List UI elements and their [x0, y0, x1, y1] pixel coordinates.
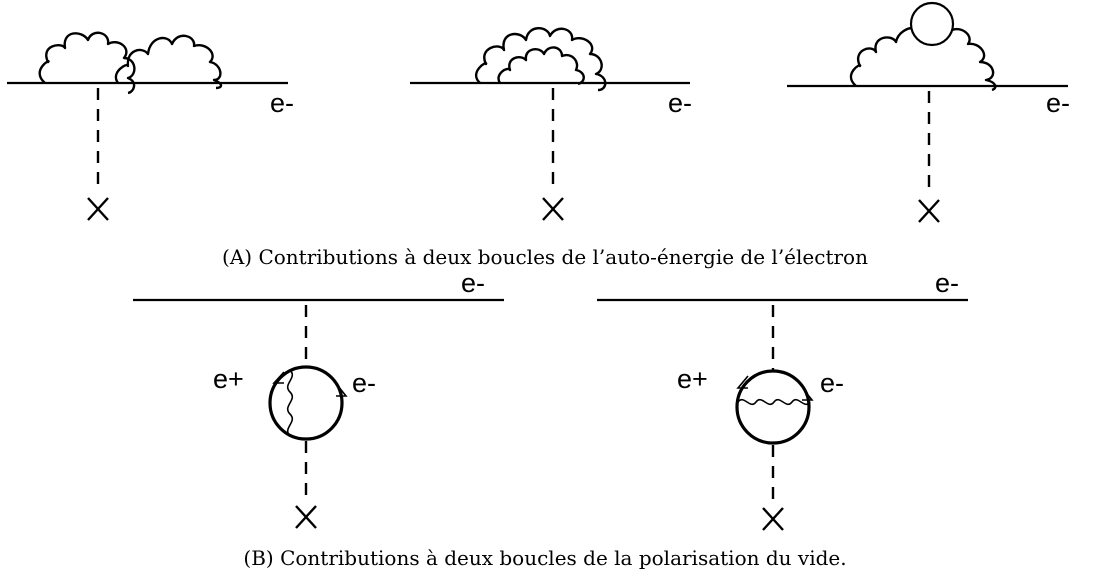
electron-label: e- [270, 88, 294, 118]
fermion-loop [735, 369, 811, 445]
photon-propagator-right [114, 34, 223, 90]
fermion-loop-bubble [909, 1, 955, 47]
fermion-arrow-left [272, 371, 285, 384]
photon-propagator-left [38, 31, 136, 95]
fermion-arrow-right [802, 389, 814, 401]
diagram-b1-loop-vertical-photon: e- e+ e- [133, 268, 504, 529]
external-source-cross [918, 199, 940, 223]
loop-electron-label: e- [820, 368, 844, 398]
electron-label: e- [668, 88, 692, 118]
internal-photon [737, 398, 811, 406]
loop-electron-label: e- [352, 368, 376, 398]
external-source-cross [87, 197, 109, 221]
photon-propagator-left [849, 26, 913, 87]
positron-label: e+ [677, 364, 708, 394]
external-source-cross [542, 197, 564, 221]
external-source-cross [295, 505, 317, 529]
panel-a-caption: (A) Contributions à deux boucles de l’au… [222, 245, 868, 269]
internal-photon [286, 369, 294, 437]
panel-a: e- e- e- (A) Contri [7, 1, 1070, 269]
photon-propagator-right [951, 27, 997, 92]
external-source-cross [762, 507, 784, 531]
diagram-a2-nested-photons: e- [410, 27, 692, 221]
photon-propagator-outer [474, 27, 607, 92]
electron-label: e- [935, 268, 959, 298]
panel-b-caption: (B) Contributions à deux boucles de la p… [243, 546, 846, 570]
electron-label: e- [1046, 88, 1070, 118]
panel-b: e- e+ e- e- e+ e- (B) Contributions à de… [133, 268, 968, 570]
fermion-arrow-right [336, 385, 348, 397]
positron-label: e+ [213, 364, 244, 394]
diagram-b2-loop-horizontal-photon: e- e+ e- [597, 268, 968, 531]
diagram-a1-overlapping-photons: e- [7, 31, 294, 221]
photon-propagator-inner [497, 46, 585, 86]
electron-label: e- [461, 268, 485, 298]
fermion-arrow-left [736, 375, 749, 389]
diagram-a3-photon-bubble: e- [787, 1, 1070, 223]
fermion-loop [268, 365, 344, 441]
